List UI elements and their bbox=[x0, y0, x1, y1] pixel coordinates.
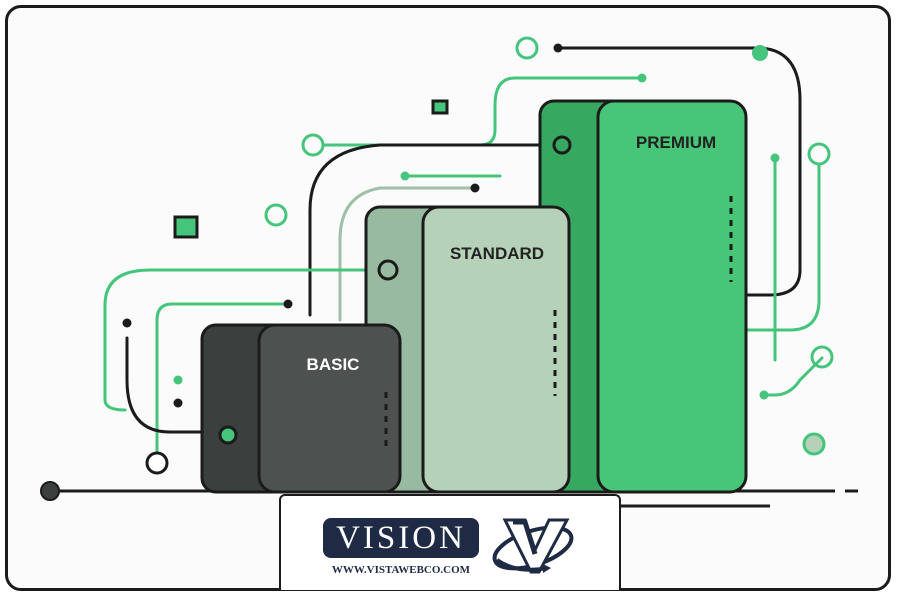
dot-node bbox=[218, 425, 238, 445]
ring-node bbox=[810, 345, 834, 369]
basic-bar: BASIC bbox=[200, 323, 402, 494]
dot-node bbox=[637, 73, 647, 83]
square-node bbox=[173, 215, 199, 239]
dot-node bbox=[752, 45, 768, 61]
baseline-start-dot bbox=[40, 481, 60, 501]
basic-label: BASIC bbox=[307, 355, 360, 374]
ring-node bbox=[552, 135, 572, 155]
ring-node bbox=[301, 133, 325, 157]
circuit-line bbox=[760, 356, 824, 397]
brand-emblem-icon bbox=[492, 518, 574, 574]
circuit-line bbox=[338, 186, 477, 322]
ring-node bbox=[145, 451, 169, 475]
circuit-line bbox=[125, 336, 230, 434]
ring-node bbox=[377, 259, 399, 281]
website-link[interactable]: WWW.VISTAWEBCO.COM bbox=[331, 564, 471, 576]
dot-node bbox=[122, 318, 132, 328]
brand-wordmark: VISION bbox=[323, 518, 479, 558]
dot-node bbox=[770, 153, 780, 163]
dot-node bbox=[173, 398, 183, 408]
circuit-line bbox=[103, 268, 390, 412]
standard-label: STANDARD bbox=[450, 244, 544, 263]
dot-node bbox=[553, 43, 563, 53]
premium-label: PREMIUM bbox=[636, 133, 716, 152]
ring-node bbox=[802, 432, 826, 456]
dot-node bbox=[400, 171, 410, 181]
dot-node bbox=[283, 299, 293, 309]
circuit-line bbox=[308, 143, 564, 317]
brand-name: VISION bbox=[336, 519, 466, 556]
ring-node bbox=[807, 142, 831, 166]
ring-node bbox=[515, 36, 539, 60]
dot-node bbox=[470, 183, 480, 193]
circuit-line bbox=[743, 163, 821, 332]
dot-node bbox=[173, 375, 183, 385]
dot-node bbox=[759, 390, 769, 400]
logo-panel: VISION WWW.VISTAWEBCO.COM bbox=[279, 494, 621, 590]
circuit-line bbox=[155, 302, 290, 457]
square-node bbox=[431, 99, 449, 115]
circuit-line bbox=[556, 46, 802, 297]
ring-node bbox=[264, 203, 288, 227]
premium-bar: PREMIUM bbox=[538, 99, 748, 494]
